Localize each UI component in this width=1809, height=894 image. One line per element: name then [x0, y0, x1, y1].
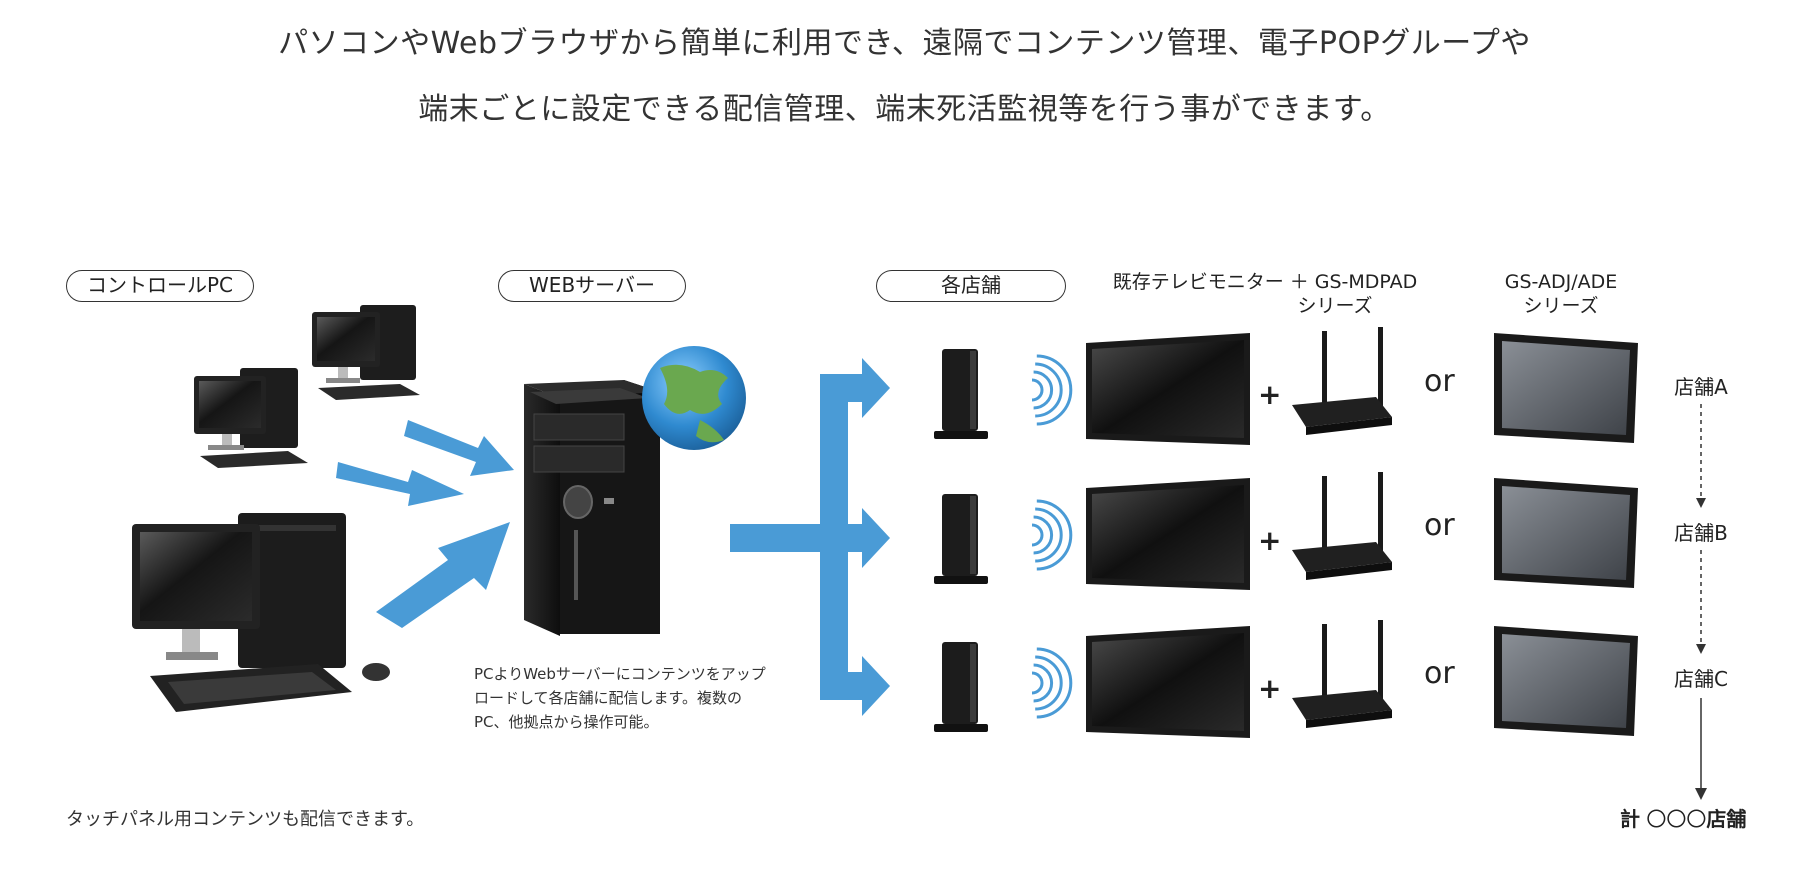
- upload-arrow: [336, 462, 464, 506]
- wireless-router-icon: [1292, 327, 1392, 435]
- tablet-display-icon: [1494, 626, 1638, 736]
- wifi-waves-icon: [1031, 647, 1073, 719]
- upload-note-line-2: ロードして各店舗に配信します。複数の: [474, 689, 743, 707]
- store-connector: [1695, 404, 1707, 800]
- control-pc-label: コントロールPC: [66, 270, 254, 302]
- tv-series-label-line-1: 既存テレビモニター ＋ GS-MDPAD: [1112, 271, 1418, 293]
- tv-monitor-icon: [1086, 626, 1250, 738]
- web-server-label: WEBサーバー: [498, 270, 686, 302]
- desktop-pc-icon: [312, 305, 420, 400]
- total-count: 〇〇〇: [1646, 807, 1707, 831]
- upload-note-line-1: PCよりWebサーバーにコンテンツをアップ: [474, 665, 766, 683]
- tablet-display-icon: [1494, 478, 1638, 588]
- stores-label: 各店舗: [876, 270, 1066, 302]
- set-top-box-icon: [934, 494, 988, 584]
- store-b-label: 店舗B: [1674, 521, 1728, 545]
- distribution-arrow: [730, 358, 890, 716]
- store-total: 計 〇〇〇店舗: [1620, 806, 1746, 832]
- desktop-pc-icon: [194, 368, 308, 468]
- touch-content-note: タッチパネル用コンテンツも配信できます。: [66, 809, 425, 830]
- desktop-pc-icon: [132, 513, 390, 712]
- tv-series-label-line-2: シリーズ: [1297, 295, 1373, 317]
- upload-arrow: [404, 420, 514, 476]
- plus-sign-a: +: [1258, 378, 1282, 411]
- upload-arrow: [376, 522, 510, 628]
- or-label-a: or: [1424, 364, 1455, 399]
- wifi-waves-icon: [1031, 354, 1073, 426]
- wifi-waves-icon: [1031, 499, 1073, 571]
- tv-monitor-icon: [1086, 333, 1250, 445]
- plus-sign-c: +: [1258, 672, 1282, 705]
- plus-sign-b: +: [1258, 524, 1282, 557]
- adj-series-label: GS-ADJ/ADE シリーズ: [1472, 270, 1650, 318]
- wireless-router-icon: [1292, 472, 1392, 580]
- upload-note: PCよりWebサーバーにコンテンツをアップ ロードして各店舗に配信します。複数の…: [474, 662, 794, 734]
- set-top-box-icon: [934, 642, 988, 732]
- intro-line-2: 端末ごとに設定できる配信管理、端末死活監視等を行う事ができます。: [418, 92, 1391, 127]
- or-label-b: or: [1424, 508, 1455, 543]
- tv-series-label: 既存テレビモニター ＋ GS-MDPAD シリーズ: [1080, 270, 1450, 318]
- or-label-c: or: [1424, 656, 1455, 691]
- wireless-router-icon: [1292, 620, 1392, 728]
- tablet-display-icon: [1494, 333, 1638, 443]
- total-prefix: 計: [1620, 807, 1640, 831]
- tower-server-icon: [524, 380, 660, 636]
- tv-monitor-icon: [1086, 478, 1250, 590]
- adj-series-label-line-2: シリーズ: [1523, 295, 1599, 317]
- total-suffix: 店舗: [1706, 807, 1747, 831]
- globe-icon: [642, 346, 746, 450]
- intro-line-1: パソコンやWebブラウザから簡単に利用でき、遠隔でコンテンツ管理、電子POPグル…: [278, 26, 1531, 61]
- set-top-box-icon: [934, 349, 988, 439]
- store-a-label: 店舗A: [1674, 375, 1728, 399]
- upload-note-line-3: PC、他拠点から操作可能。: [474, 713, 659, 731]
- store-c-label: 店舗C: [1674, 667, 1728, 691]
- adj-series-label-line-1: GS-ADJ/ADE: [1504, 271, 1618, 293]
